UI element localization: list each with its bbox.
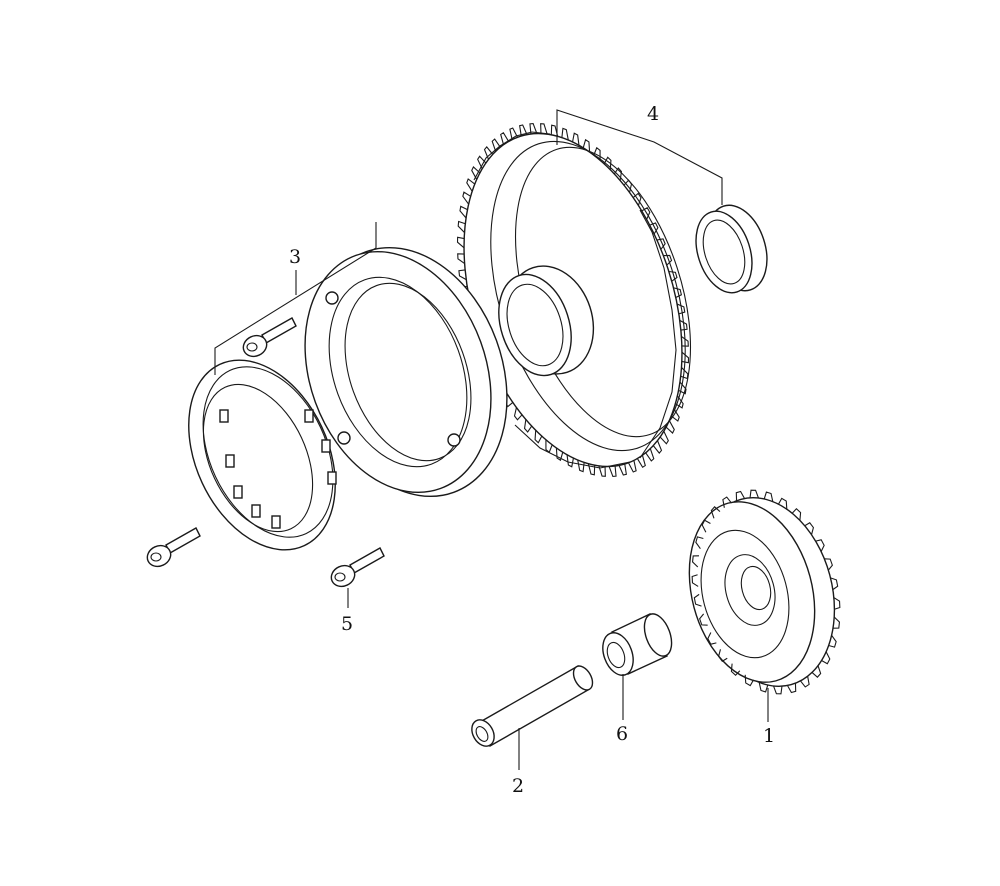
callout-1: 1 bbox=[763, 725, 775, 747]
leader-4 bbox=[556, 109, 723, 205]
one-way-clutch bbox=[188, 359, 337, 551]
leader-3 bbox=[214, 222, 377, 375]
idle-gear-shaft bbox=[471, 664, 594, 748]
cap-screw-left bbox=[146, 527, 201, 568]
callout-4: 4 bbox=[647, 103, 659, 125]
cap-screw-lower bbox=[330, 547, 385, 588]
clutch-housing bbox=[304, 246, 508, 498]
gear-bearing-inner bbox=[498, 265, 595, 377]
idle-gear bbox=[688, 489, 841, 695]
leader-lines bbox=[214, 109, 769, 770]
callout-2: 2 bbox=[512, 775, 524, 797]
callout-5: 5 bbox=[341, 613, 353, 635]
callout-3: 3 bbox=[289, 246, 301, 268]
gear-bearing-outer bbox=[695, 204, 768, 294]
cap-screw-upper bbox=[242, 317, 297, 358]
callout-6: 6 bbox=[616, 723, 628, 745]
bushing bbox=[602, 613, 673, 676]
idle-gear-teeth bbox=[691, 489, 841, 695]
